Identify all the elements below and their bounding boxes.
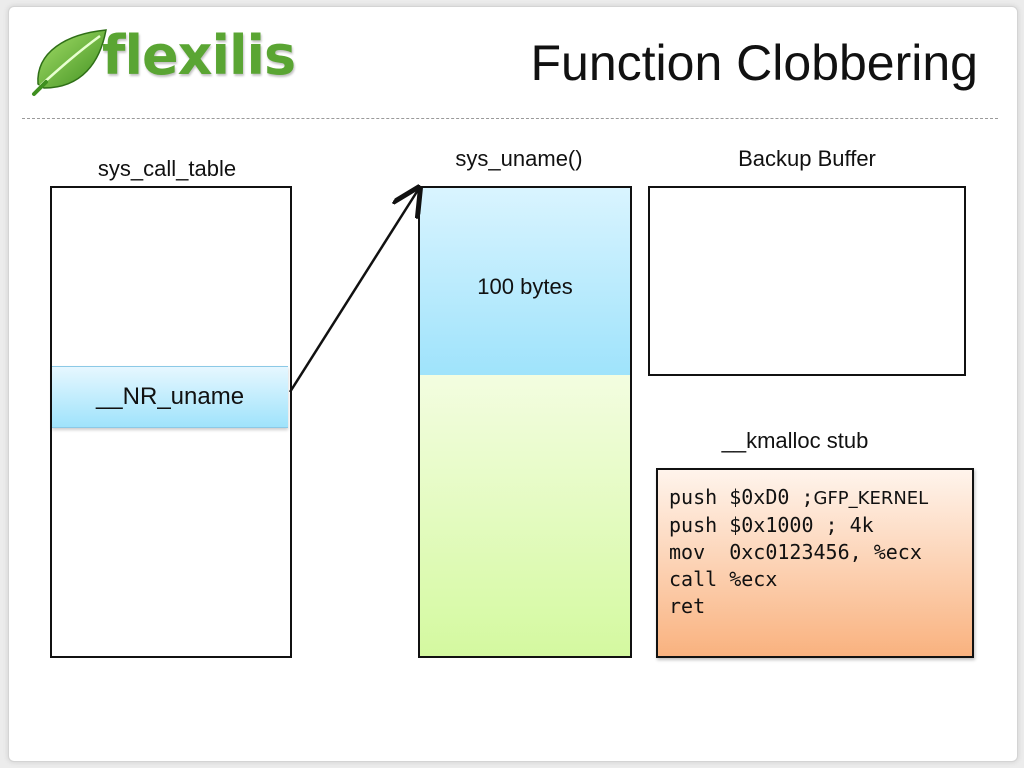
sys-uname-remaining-segment — [418, 375, 632, 658]
logo-wordmark: flexilis — [102, 24, 296, 87]
sys-uname-first-bytes-segment: 100 bytes — [418, 186, 632, 376]
nr-uname-entry: __NR_uname — [52, 366, 288, 428]
kmalloc-stub-label: __kmalloc stub — [721, 428, 869, 453]
code-line: push $0xD0 ;GFP_KERNEL — [669, 485, 929, 509]
title-divider — [22, 118, 998, 119]
backup-buffer-label: Backup Buffer — [738, 146, 876, 171]
sys-call-table-label: sys_call_table — [97, 156, 237, 181]
backup-buffer-box — [648, 186, 966, 376]
sys-uname-label: sys_uname() — [455, 146, 583, 171]
code-line: push $0x1000 ; 4k — [669, 513, 874, 537]
flexilis-logo: flexilis — [26, 22, 306, 102]
kmalloc-stub-code: push $0xD0 ;GFP_KERNEL push $0x1000 ; 4k… — [656, 468, 974, 658]
segment-size-label: 100 bytes — [477, 274, 573, 299]
code-line: mov 0xc0123456, %ecx — [669, 540, 922, 564]
slide-title: Function Clobbering — [530, 35, 979, 91]
code-line: ret — [669, 594, 706, 618]
leaf-icon — [32, 29, 107, 96]
code-line: call %ecx — [669, 567, 778, 591]
